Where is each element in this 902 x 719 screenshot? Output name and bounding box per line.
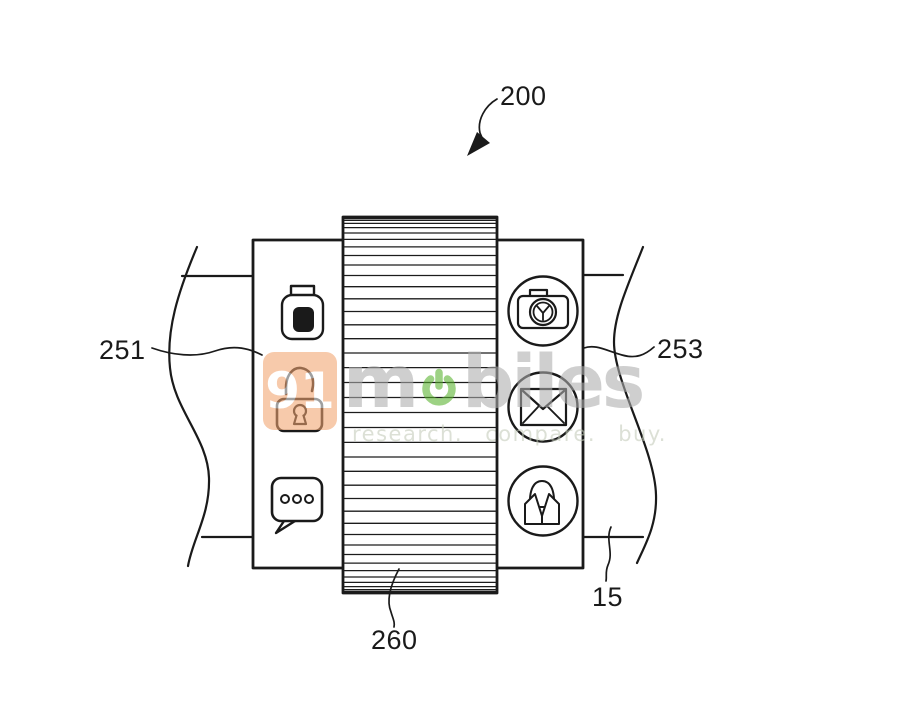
left-strap-break-line [168,245,211,568]
leader-253 [583,345,655,358]
ref-label-253: 253 [657,334,704,364]
ref-label-200: 200 [500,81,547,111]
left-strap [168,245,255,568]
right-strap [581,245,658,565]
ref-label-251: 251 [99,335,146,365]
mail-button [507,371,579,443]
leader-251 [151,346,263,356]
mail-envelope-icon [519,387,568,427]
contact-button [507,465,579,537]
person-contact-icon [524,480,560,525]
camera-icon [516,288,570,330]
leader-15 [605,526,612,582]
rollable-band [341,215,499,595]
leader-200 [478,98,498,141]
band-roller-lines [343,217,497,593]
camera-button [507,275,579,347]
chat-bubble-icon [270,476,324,535]
ref-label-260: 260 [371,625,418,655]
leader-200-arrowhead [467,132,490,156]
right-strap-break-line [612,245,658,565]
leader-260 [388,568,400,628]
ref-label-15: 15 [592,582,624,612]
usb-drive-icon [280,284,325,341]
leader-lines [151,98,655,628]
band-outline [341,215,499,595]
